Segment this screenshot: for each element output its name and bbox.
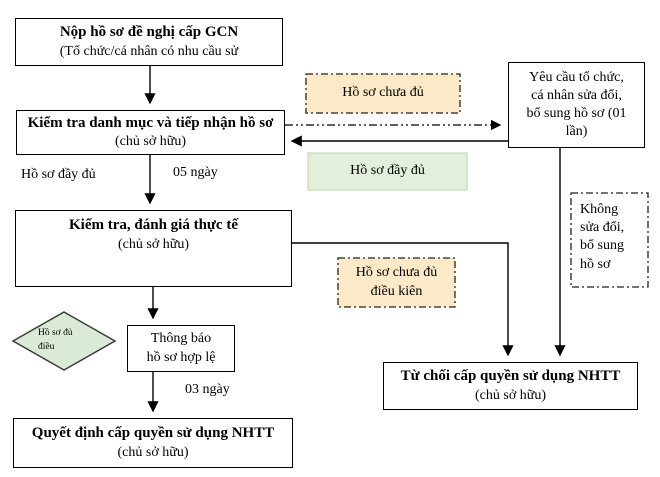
node-no-amend-line2: sửa đổi, [580,220,625,236]
decision-diamond-line2: điều [38,342,55,353]
node-no-amend-line1: Không [580,202,619,217]
tag-complete: Hồ sơ đầy đủ [308,153,467,190]
label-5-days: 05 ngày [173,165,218,180]
node-refuse: Từ chối cấp quyền sử dụng NHTT (chủ sở h… [383,362,638,410]
tag-complete-shape [307,152,468,191]
node-notify-line1: Thông báo [150,331,212,347]
decision-diamond-shape [11,311,117,371]
label-3-days: 03 ngày [185,382,230,397]
decision-diamond-line1: Hồ sơ đủ [38,328,73,338]
node-no-amend: Không sửa đổi, bổ sung hồ sơ [571,193,648,287]
node-inspect-title: Kiểm tra, đánh giá thực tế [69,217,238,233]
node-no-amend-line4: hồ sơ [580,256,611,272]
node-grant-title: Quyết định cấp quyền sử dụng NHTT [31,425,275,442]
arrow-inspect-to-refuse [292,242,514,357]
node-inspect: Kiểm tra, đánh giá thực tế (chủ sở hữu) [15,210,292,287]
node-notify: Thông báo hồ sơ hợp lệ [127,325,235,372]
tag-complete-text: Hồ sơ đầy đủ [350,163,425,179]
node-request-amend-line4: lần) [565,124,588,140]
node-check: Kiểm tra danh mục và tiếp nhận hồ sơ (ch… [16,110,285,155]
node-submit: Nộp hồ sơ đề nghị cấp GCN (Tổ chức/cá nh… [15,18,283,66]
node-request-amend-line3: bổ sung hồ sơ (01 [526,106,627,121]
tag-incomplete-cond-line1: Hồ sơ chưa đủ [355,265,438,281]
tag-incomplete-cond: Hồ sơ chưa đủ điều kiên [338,258,455,307]
node-refuse-title: Từ chối cấp quyền sử dụng NHTT [400,368,621,385]
node-submit-subtitle: (Tổ chức/cá nhân có nhu cầu sử [59,43,239,59]
node-request-amend-line2: cá nhân sửa đổi, [531,87,622,103]
node-grant: Quyết định cấp quyền sử dụng NHTT (chủ s… [13,418,293,468]
node-notify-line2: hồ sơ hợp lệ [146,349,216,365]
node-submit-title: Nộp hồ sơ đề nghị cấp GCN [59,24,239,41]
tag-incomplete-cond-line2: điều kiên [370,283,423,299]
no-amend-shape [570,192,649,288]
node-request-amend-line1: Yêu cầu tổ chức, [529,69,624,85]
tag-incomplete-shape [305,73,461,114]
node-check-subtitle: (chủ sở hữu) [115,134,186,150]
node-refuse-subtitle: (chủ sở hữu) [475,387,546,403]
node-no-amend-line3: bổ sung [580,238,624,254]
tag-incomplete-text: Hồ sơ chưa đủ [342,85,424,101]
tag-incomplete-cond-shape [337,257,456,308]
label-complete-left: Hồ sơ đầy đủ [21,167,96,182]
decision-diamond: Hồ sơ đủ điều [38,326,100,355]
node-grant-subtitle: (chủ sở hữu) [117,444,189,460]
node-inspect-subtitle: (chủ sở hữu) [118,236,189,252]
node-check-title: Kiểm tra danh mục và tiếp nhận hồ sơ [27,114,274,131]
node-request-amend: Yêu cầu tổ chức, cá nhân sửa đổi, bổ sun… [508,62,645,148]
tag-incomplete: Hồ sơ chưa đủ [306,74,460,113]
